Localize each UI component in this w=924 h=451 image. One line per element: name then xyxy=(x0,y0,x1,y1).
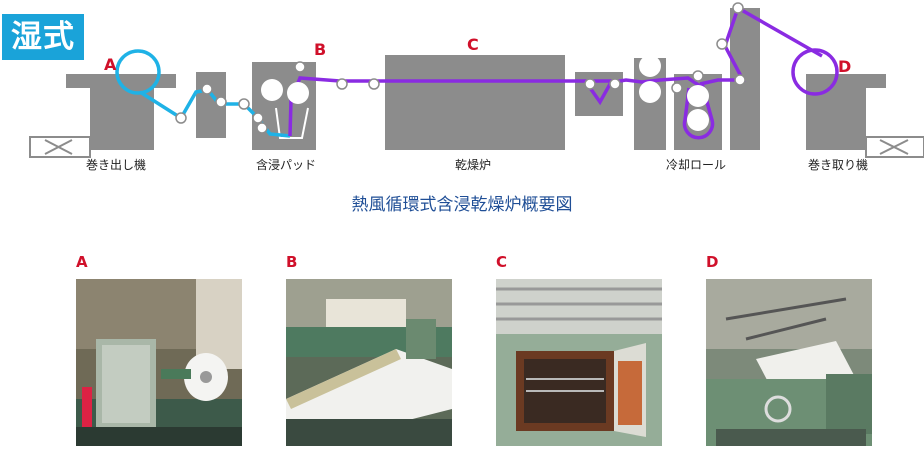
photo-unwinder xyxy=(76,279,242,446)
photo-label-a: A xyxy=(76,253,88,271)
point-label-b: B xyxy=(314,40,326,59)
label-unwinder: 巻き出し機 xyxy=(86,157,146,172)
point-label-a: A xyxy=(104,55,117,74)
label-cooling-roll: 冷却ロール xyxy=(666,158,726,172)
pad-tank xyxy=(275,107,309,139)
photo-winder xyxy=(706,279,872,446)
photo-label-b: B xyxy=(286,253,298,271)
photo-dryer xyxy=(496,279,662,446)
label-winder: 巻き取り機 xyxy=(808,157,868,172)
photo-label-d: D xyxy=(706,253,719,271)
floor-arrow-right xyxy=(865,136,924,158)
label-impregnation-pad: 含浸パッド xyxy=(256,157,316,172)
point-label-d: D xyxy=(838,57,851,76)
winder-machine xyxy=(806,74,886,150)
process-diagram: A B C D 巻き出し機 含浸パッド 乾燥炉 冷却ロール 巻き取り機 xyxy=(29,2,924,172)
floor-arrow-left xyxy=(29,136,91,158)
rollers xyxy=(175,2,746,134)
point-label-c: C xyxy=(467,35,479,54)
process-type-badge: 湿式 xyxy=(2,14,84,60)
diagram-caption: 熱風循環式含浸乾燥炉概要図 xyxy=(351,195,573,215)
photo-label-c: C xyxy=(496,253,508,271)
label-dryer: 乾燥炉 xyxy=(455,158,491,172)
dryer-oven xyxy=(385,55,565,150)
photo-impregnation-pad xyxy=(286,279,452,446)
large-rollers xyxy=(261,55,709,131)
unwinder-machine xyxy=(66,74,176,150)
